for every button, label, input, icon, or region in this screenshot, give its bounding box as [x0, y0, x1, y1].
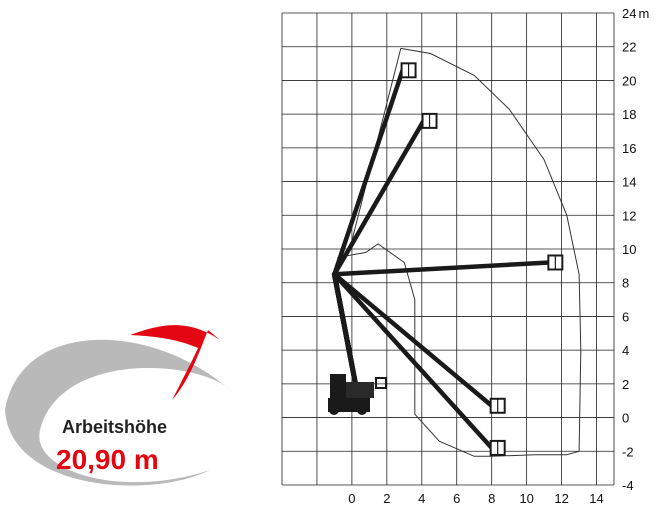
envelope-outline	[337, 47, 582, 457]
y-tick-label: 6	[622, 309, 629, 324]
upper-boom	[332, 118, 426, 277]
boom-position	[331, 271, 506, 456]
y-tick-label: 8	[622, 276, 629, 291]
y-tick-label: 16	[622, 141, 636, 156]
x-tick-label: 2	[383, 491, 390, 506]
y-tick-label: -2	[622, 444, 634, 459]
x-tick-label: 0	[348, 491, 355, 506]
working-height-badge: Arbeitshöhe 20,90 m	[5, 325, 230, 486]
upper-boom	[332, 272, 494, 409]
y-tick-label: 12	[622, 208, 636, 223]
x-tick-label: 14	[589, 491, 603, 506]
machine-base	[328, 374, 387, 415]
upper-boom	[332, 272, 494, 451]
y-tick-label: 22	[622, 40, 636, 55]
working-height-label: Arbeitshöhe	[62, 417, 167, 437]
y-tick-label: 4	[622, 343, 629, 358]
grey-swoosh	[5, 339, 230, 486]
y-tick-label: 18	[622, 107, 636, 122]
x-axis-tick-labels: 0 2 4 6 8 10 12 14	[348, 491, 603, 506]
x-tick-label: 10	[519, 491, 533, 506]
y-tick-label: -4	[622, 478, 634, 493]
upper-boom	[332, 260, 552, 277]
red-arrow	[130, 325, 220, 400]
lower-boom	[331, 271, 360, 395]
reach-envelope	[337, 47, 582, 457]
x-tick-label: 12	[554, 491, 568, 506]
x-tick-label: 6	[453, 491, 460, 506]
upper-boom	[332, 68, 405, 277]
y-tick-label: 0	[622, 411, 629, 426]
y-tick-label: 14	[622, 175, 636, 190]
y-tick-label: 10	[622, 242, 636, 257]
boom-positions	[331, 62, 564, 456]
x-tick-label: 8	[488, 491, 495, 506]
y-tick-label: 20	[622, 73, 636, 88]
working-height-value: 20,90 m	[56, 444, 159, 475]
x-tick-label: 4	[418, 491, 425, 506]
y-unit-label: m	[638, 6, 649, 21]
grid	[281, 12, 615, 486]
y-tick-label: 2	[622, 377, 629, 392]
